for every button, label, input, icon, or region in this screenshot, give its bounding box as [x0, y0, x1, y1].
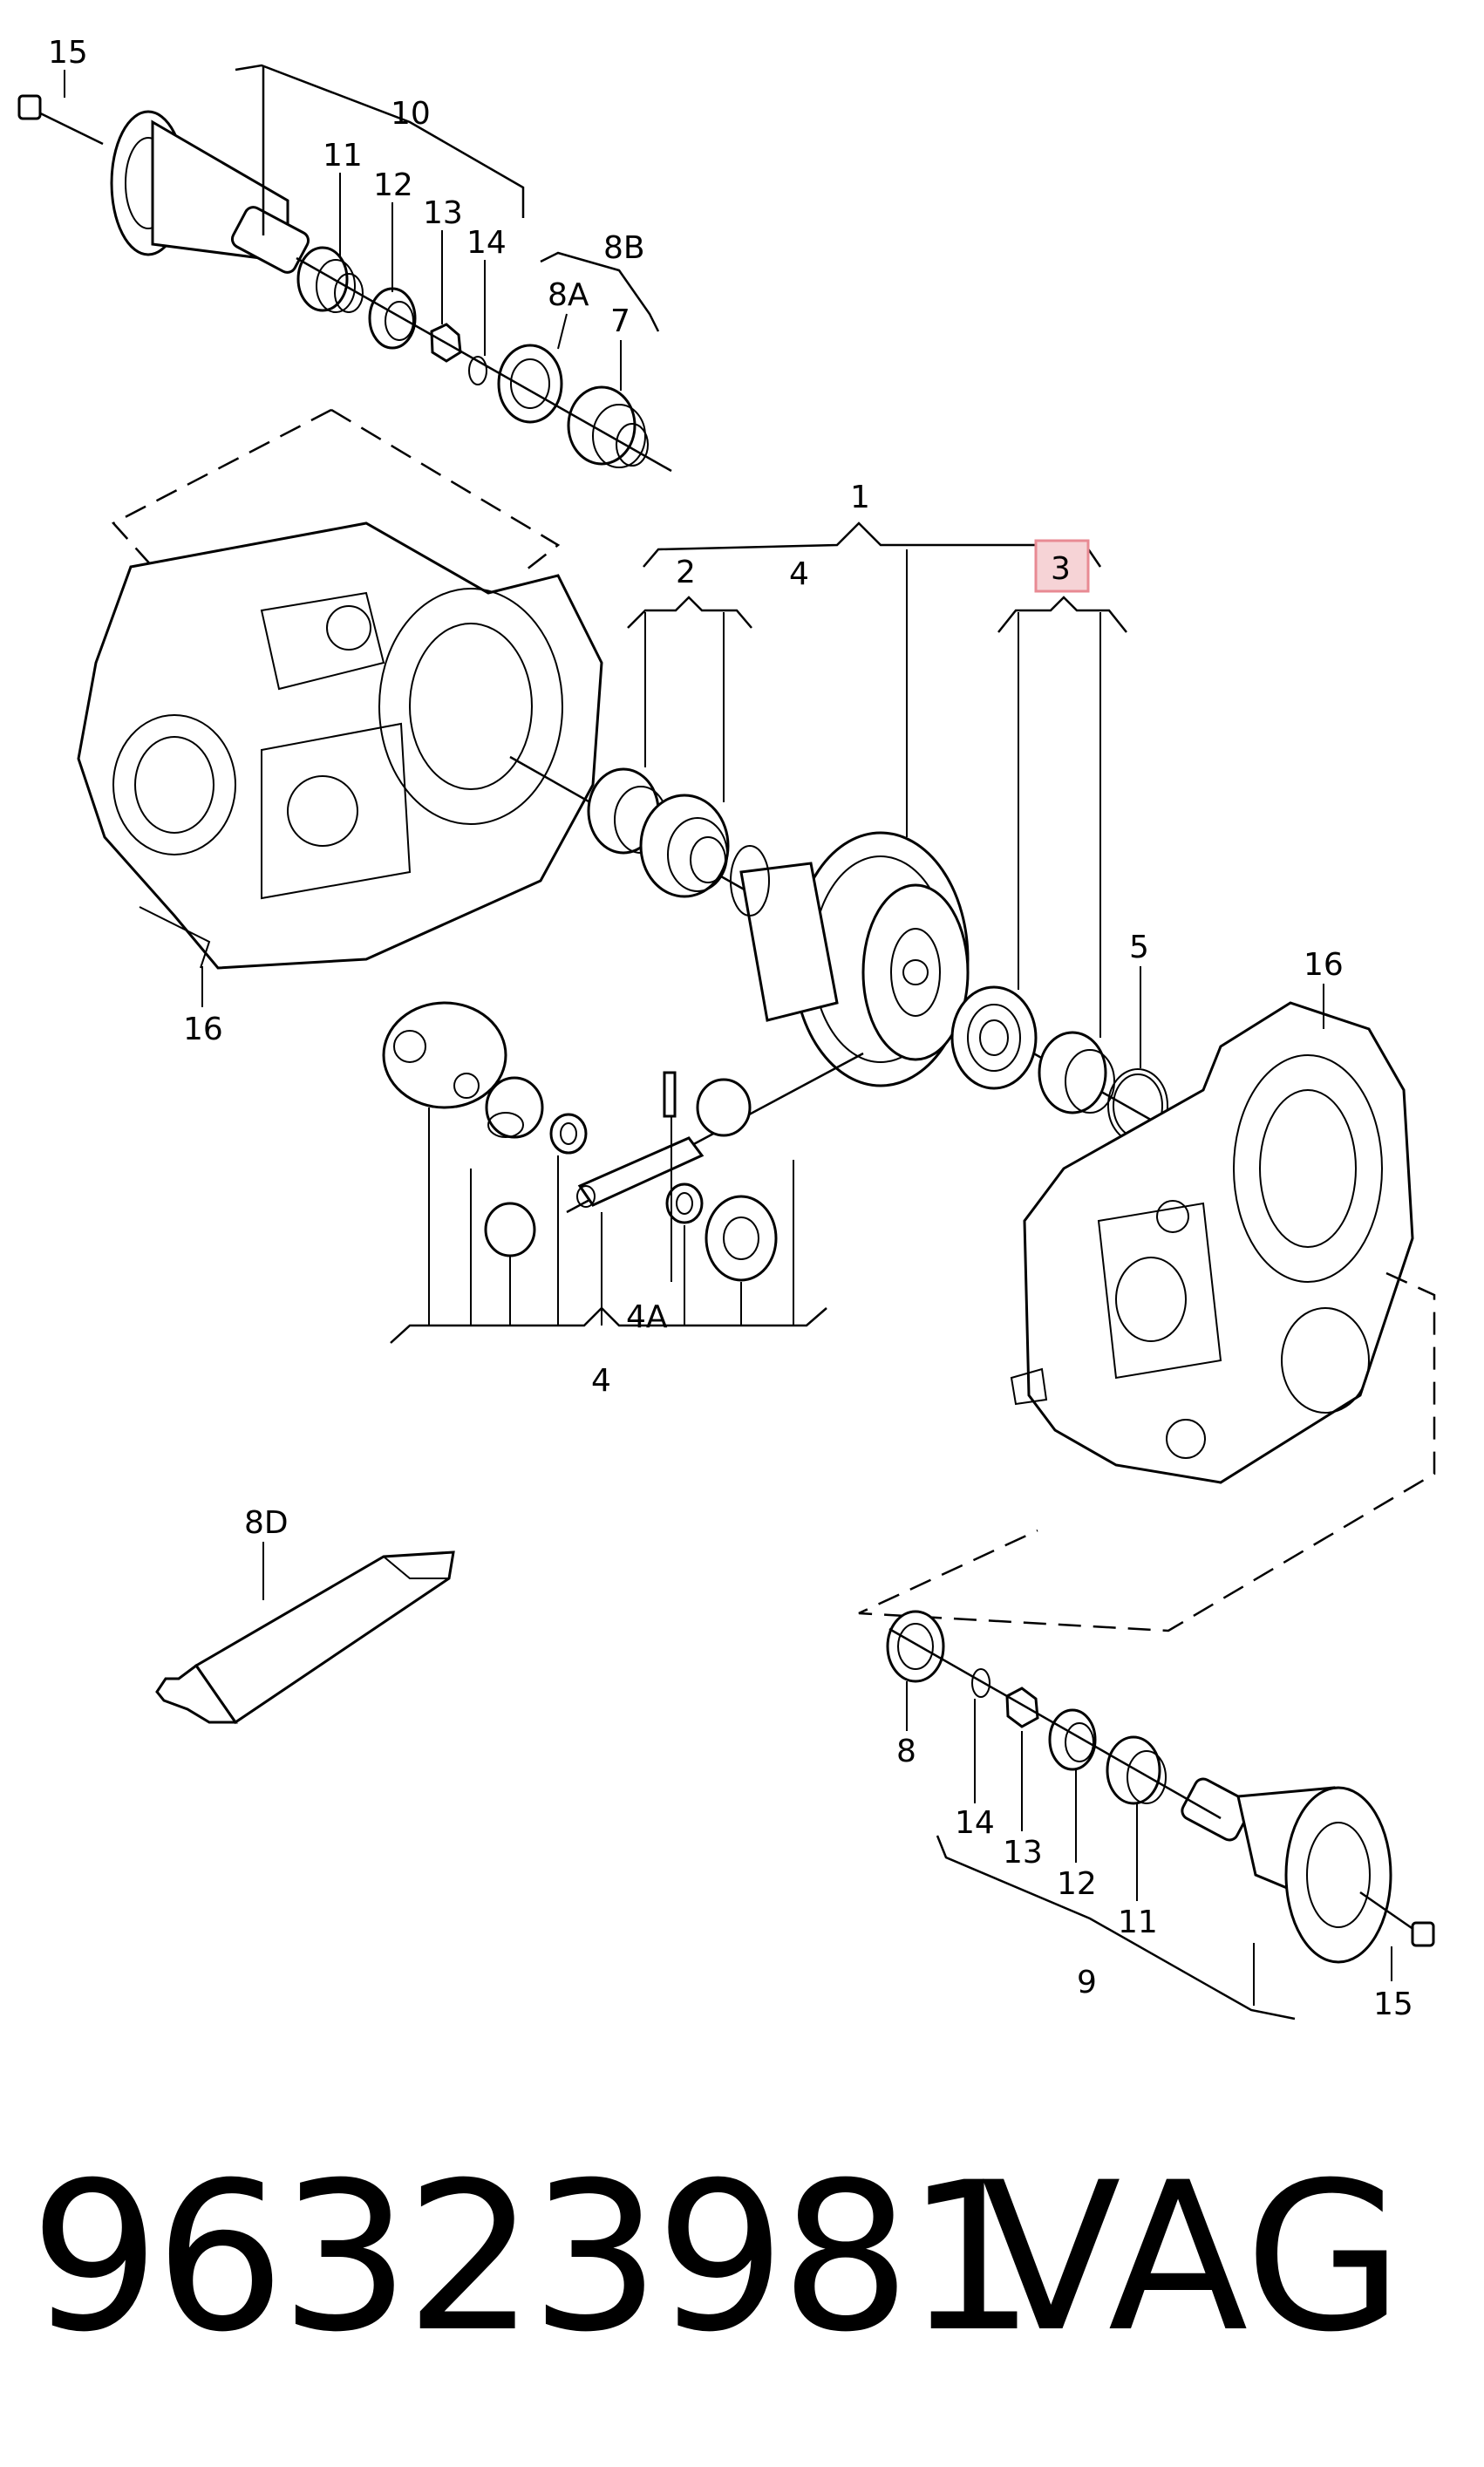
differential-cage — [382, 1001, 507, 1109]
callout-16-right: 16 — [1304, 947, 1344, 983]
callout-13-top: 13 — [423, 195, 463, 231]
callout-8B: 8B — [603, 230, 645, 266]
callout-5: 5 — [1129, 930, 1149, 965]
thrust-washer-left — [549, 1113, 588, 1155]
footer: 96323981 VAG — [0, 2128, 1484, 2389]
callout-4-bottom: 4 — [591, 1363, 611, 1399]
callout-14-top: 14 — [466, 225, 507, 261]
bearing-left — [639, 794, 730, 898]
side-gear-right — [705, 1195, 778, 1282]
callout-9: 9 — [1077, 1965, 1097, 2000]
side-gear-left — [484, 1202, 536, 1257]
callout-11-top: 11 — [323, 138, 363, 174]
brand-name: VAG — [981, 2139, 1404, 2377]
ring-12-bottom — [1048, 1708, 1097, 1771]
pin-4A — [663, 1071, 677, 1118]
bearing-race-left — [587, 767, 668, 855]
bearing-race-right — [1038, 1031, 1115, 1114]
callout-7: 7 — [610, 303, 630, 339]
shim-8 — [886, 1610, 945, 1683]
callout-13-bottom: 13 — [1003, 1835, 1043, 1871]
planet-gear-left — [485, 1076, 544, 1139]
circlip-14-bottom — [971, 1668, 990, 1698]
gearbox-housing-right — [1010, 1001, 1414, 1484]
flange-shaft-bottom — [1181, 1777, 1435, 1964]
callout-16-left: 16 — [183, 1012, 223, 1047]
callout-10: 10 — [391, 96, 431, 132]
callout-11-bottom: 11 — [1118, 1905, 1158, 1940]
callout-15-bottom: 15 — [1373, 1987, 1413, 2022]
callout-4-top: 4 — [789, 556, 809, 592]
callout-2: 2 — [676, 555, 696, 590]
planet-gear-right — [696, 1078, 752, 1137]
highlight-box-3 — [1034, 539, 1090, 593]
thrust-washer-right — [665, 1182, 704, 1224]
callout-15-top: 15 — [48, 35, 88, 71]
callout-4A: 4A — [626, 1299, 668, 1335]
flange-shaft-top — [17, 94, 310, 274]
shim-8A — [497, 344, 563, 424]
callout-1: 1 — [850, 480, 870, 515]
part-number: 96323981 — [30, 2139, 1036, 2377]
callout-12-bottom: 12 — [1057, 1866, 1097, 1902]
callout-8D: 8D — [244, 1505, 289, 1541]
bearing-11-bottom — [1106, 1735, 1167, 1805]
differential-crown-gear — [730, 831, 970, 1087]
callout-12-top: 12 — [373, 167, 413, 203]
bearing-11-top — [296, 246, 364, 313]
nut-13-bottom — [1005, 1687, 1039, 1728]
circlip-14-top — [468, 356, 487, 385]
callout-8A: 8A — [548, 277, 589, 313]
callout-3: 3 — [1051, 551, 1071, 587]
bearing-right — [950, 985, 1038, 1090]
ring-12-top — [368, 287, 417, 350]
bearing-7 — [567, 385, 649, 468]
gearbox-housing-left — [77, 521, 603, 970]
grease-tube-8D — [155, 1550, 455, 1725]
callout-8: 8 — [896, 1734, 916, 1769]
callout-14-bottom: 14 — [955, 1805, 995, 1841]
differential-exploded-drawing: 15 10 11 12 13 14 8B 8A 7 16 1 4 2 — [17, 35, 1436, 2022]
